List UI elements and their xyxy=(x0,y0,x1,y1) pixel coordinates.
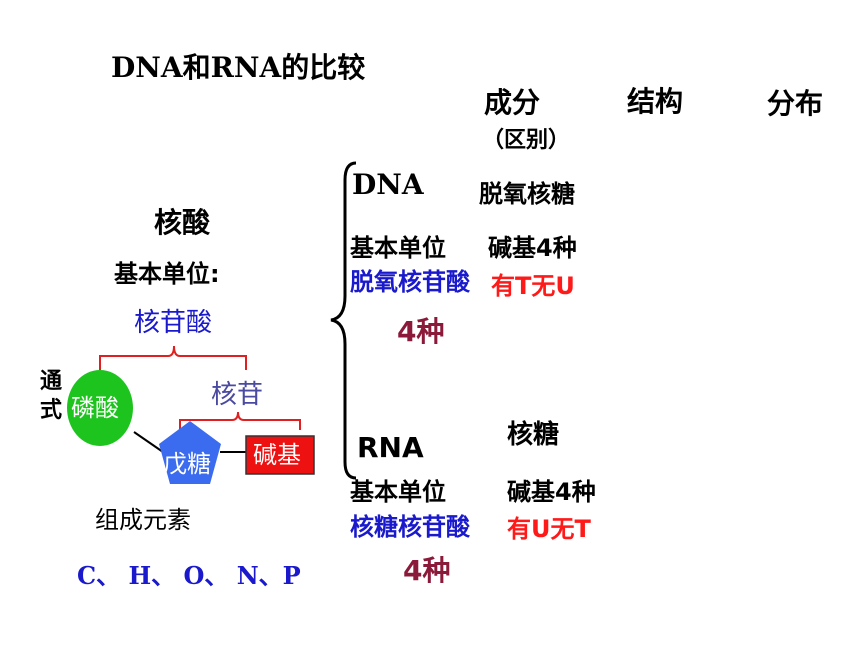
elements-list: C、 H、 O、 N、P xyxy=(77,561,301,590)
header-composition: 成分 xyxy=(484,86,541,119)
rna-base-diff: 有U无T xyxy=(507,515,591,543)
page-title: DNA和RNA的比较 xyxy=(111,51,366,84)
phosphate-circle xyxy=(67,370,133,446)
phosphate-sugar-bond xyxy=(133,431,164,453)
dna-sugar: 脱氧核糖 xyxy=(479,180,575,208)
dna-unit-name: 脱氧核苷酸 xyxy=(350,268,470,296)
header-composition-sub: （区别） xyxy=(482,128,571,153)
pentose-pentagon xyxy=(159,421,221,484)
curly-brace xyxy=(330,161,357,480)
rna-name: RNA xyxy=(357,431,424,464)
base-rectangle xyxy=(245,435,315,475)
header-structure: 结构 xyxy=(627,85,684,118)
nucleoside-label: 核苷 xyxy=(211,380,264,410)
header-distribution: 分布 xyxy=(767,87,824,120)
base-label: 碱基 xyxy=(253,441,301,469)
basic-unit-label: 基本单位: xyxy=(114,260,220,288)
rna-unit-name: 核糖核苷酸 xyxy=(350,513,470,541)
nucleoside-bracket xyxy=(179,411,301,430)
elements-label: 组成元素 xyxy=(95,506,191,534)
rna-base-types: 碱基4种 xyxy=(507,478,596,506)
nucleic-acid-label: 核酸 xyxy=(154,206,211,239)
rna-unit-label: 基本单位 xyxy=(350,478,446,506)
rna-count: 4种 xyxy=(403,554,451,587)
dna-count: 4种 xyxy=(397,315,445,348)
dna-name: DNA xyxy=(352,168,424,201)
pentose-label: 戊糖 xyxy=(163,450,211,478)
phosphate-label: 磷酸 xyxy=(71,394,119,422)
nucleotide-bracket xyxy=(99,345,247,370)
dna-base-types: 碱基4种 xyxy=(488,234,577,262)
nucleotide-label: 核苷酸 xyxy=(134,308,213,338)
dna-base-diff: 有T无U xyxy=(491,272,575,300)
dna-unit-label: 基本单位 xyxy=(350,234,446,262)
rna-sugar: 核糖 xyxy=(507,420,560,450)
general-formula-label: 通式 xyxy=(40,369,63,423)
